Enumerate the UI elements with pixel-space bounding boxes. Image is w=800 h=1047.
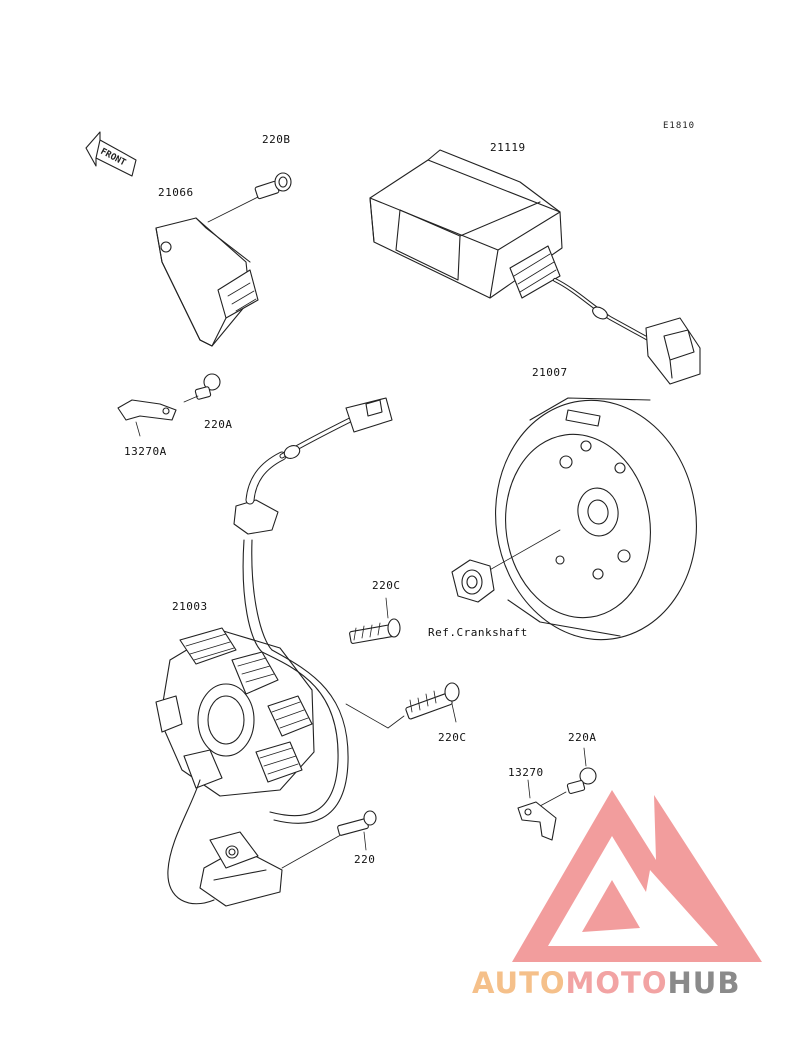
watermark-auto: AUTO <box>472 966 566 1000</box>
stator-21003 <box>155 397 393 905</box>
label-ref-crankshaft: Ref.Crankshaft <box>428 626 528 639</box>
bracket-13270 <box>517 779 557 841</box>
watermark-logo-icon <box>512 790 762 962</box>
watermark-moto: MOTO <box>565 966 668 1000</box>
label-220c-mid: 220C <box>438 731 467 744</box>
cdi-unit-21119 <box>369 149 701 385</box>
bolt-220a-top <box>183 373 221 403</box>
label-220c-top: 220C <box>372 579 401 592</box>
bolt-220b <box>207 172 292 223</box>
label-220a-bottom: 220A <box>568 731 597 744</box>
label-21003: 21003 <box>172 600 208 613</box>
label-13270a: 13270A <box>124 445 167 458</box>
crankshaft-nut <box>451 559 495 603</box>
label-21066: 21066 <box>158 186 194 199</box>
bolt-220a-bottom <box>539 747 597 807</box>
diagram-code: E1810 <box>663 121 696 131</box>
label-220: 220 <box>354 853 376 866</box>
watermark-hub: HUB <box>667 966 741 1000</box>
label-220b: 220B <box>262 133 291 146</box>
igniter-unit-21066 <box>155 217 259 347</box>
bolt-220c-mid <box>345 682 460 729</box>
label-21119: 21119 <box>490 141 526 154</box>
label-13270: 13270 <box>508 766 544 779</box>
label-21007: 21007 <box>532 366 568 379</box>
label-220a-top: 220A <box>204 418 233 431</box>
bracket-13270a <box>117 399 177 437</box>
flywheel-21007 <box>471 397 697 641</box>
bolt-220 <box>337 810 377 851</box>
watermark-text: AUTOMOTOHUB <box>472 966 740 1000</box>
pickup-coil <box>199 831 347 907</box>
bolt-220c-top <box>349 597 401 644</box>
front-arrow-icon: FRONT <box>85 131 137 177</box>
